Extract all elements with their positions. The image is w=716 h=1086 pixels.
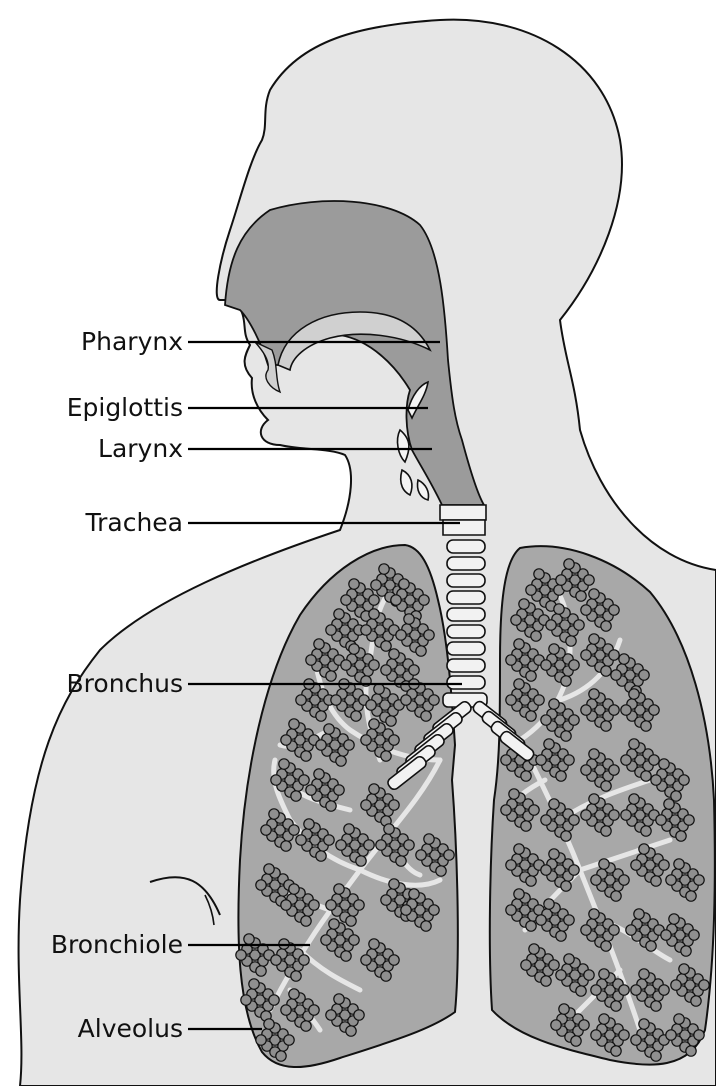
trachea-ring: [447, 659, 485, 672]
trachea-ring: [447, 540, 485, 553]
trachea-ring: [447, 642, 485, 655]
label-trachea: Trachea: [85, 508, 184, 537]
trachea-ring: [447, 574, 485, 587]
label-pharynx: Pharynx: [81, 327, 183, 356]
label-epiglottis: Epiglottis: [67, 393, 183, 422]
trachea-ring: [447, 591, 485, 604]
label-alveolus: Alveolus: [78, 1014, 183, 1043]
trachea-ring: [447, 608, 485, 621]
label-bronchus: Bronchus: [67, 669, 183, 698]
trachea-ring: [447, 676, 485, 689]
label-bronchiole: Bronchiole: [51, 930, 183, 959]
label-larynx: Larynx: [98, 434, 183, 463]
trachea-ring: [447, 557, 485, 570]
trachea-ring: [447, 625, 485, 638]
